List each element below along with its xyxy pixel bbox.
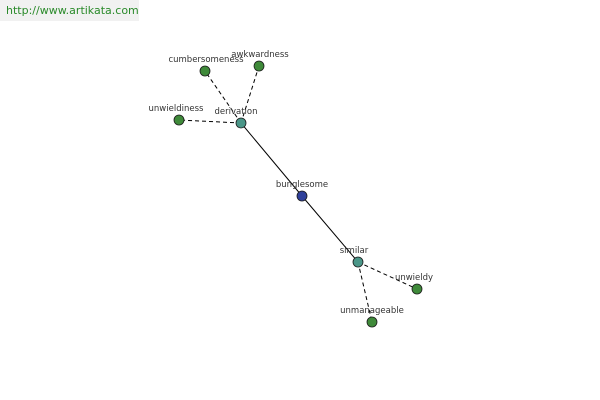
node-unwieldy[interactable] bbox=[411, 283, 423, 295]
node-label-cumbersomeness[interactable]: cumbersomeness bbox=[168, 55, 244, 65]
edge-derivation-cumbersomeness bbox=[204, 70, 242, 124]
edge-bunglesome-similar bbox=[301, 195, 359, 263]
node-bunglesome[interactable] bbox=[296, 190, 308, 202]
edge-similar-unwieldy bbox=[357, 261, 418, 290]
node-label-unmanageable[interactable]: unmanageable bbox=[340, 306, 404, 316]
site-url-banner[interactable]: http://www.artikata.com bbox=[0, 0, 139, 21]
node-unwieldiness[interactable] bbox=[173, 114, 185, 126]
node-label-similar[interactable]: similar bbox=[340, 246, 369, 256]
edge-bunglesome-derivation bbox=[240, 122, 303, 197]
node-label-derivation[interactable]: derivation bbox=[214, 107, 257, 117]
graph-edges bbox=[178, 65, 418, 323]
edge-similar-unmanageable bbox=[357, 261, 373, 323]
node-awkwardness[interactable] bbox=[253, 60, 265, 72]
node-label-unwieldiness[interactable]: unwieldiness bbox=[149, 104, 204, 114]
node-label-bunglesome[interactable]: bunglesome bbox=[276, 180, 328, 190]
node-label-awkwardness[interactable]: awkwardness bbox=[231, 50, 289, 60]
node-similar[interactable] bbox=[352, 256, 364, 268]
node-unmanageable[interactable] bbox=[366, 316, 378, 328]
node-derivation[interactable] bbox=[235, 117, 247, 129]
edge-derivation-unwieldiness bbox=[178, 119, 242, 124]
node-label-unwieldy[interactable]: unwieldy bbox=[395, 273, 433, 283]
node-cumbersomeness[interactable] bbox=[199, 65, 211, 77]
edge-derivation-awkwardness bbox=[240, 65, 260, 124]
